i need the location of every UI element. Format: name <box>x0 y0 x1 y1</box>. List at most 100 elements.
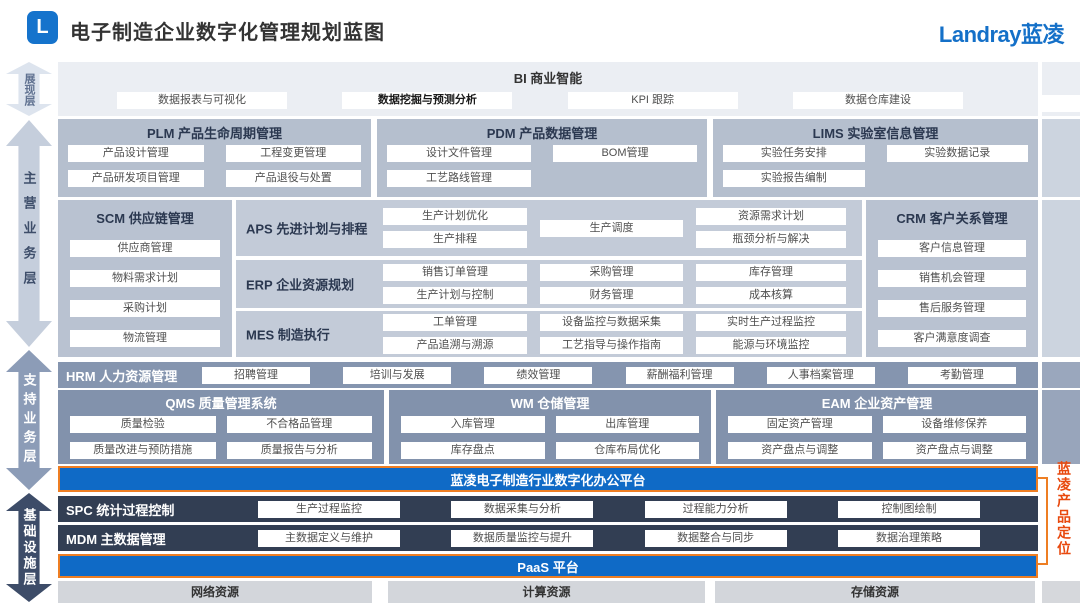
landray-logo-icon: L <box>27 11 58 44</box>
layer-arrow-infrastructure: 基础设施层 <box>6 493 52 602</box>
aps-item: 瓶颈分析与解决 <box>696 231 846 248</box>
erp-item: 生产计划与控制 <box>383 287 527 304</box>
bracket-top-tick <box>1038 477 1047 479</box>
landray-product-positioning-label: 蓝凌产品定位 <box>1056 461 1072 557</box>
spc-item: 控制图绘制 <box>837 500 980 518</box>
spc-band-title: SPC 统计过程控制 <box>66 502 175 518</box>
eam-item: 资产盘点与调整 <box>728 442 872 459</box>
spc-items: 生产过程监控 数据采集与分析 过程能力分析 控制图绘制 <box>258 500 980 518</box>
pdm-items: 设计文件管理 BOM管理 工艺路线管理 <box>387 145 697 187</box>
page-title: 电子制造企业数字化管理规划蓝图 <box>70 22 385 44</box>
plm-item: 产品研发项目管理 <box>68 170 204 187</box>
crm-item: 销售机会管理 <box>878 270 1026 287</box>
mes-item: 产品追溯与溯源 <box>383 337 527 354</box>
eam-panel: EAM 企业资产管理 固定资产管理 设备维修保养 资产盘点与调整 资产盘点与调整 <box>716 390 1038 464</box>
erp-item: 成本核算 <box>696 287 846 304</box>
erp-item: 财务管理 <box>540 287 683 304</box>
pdm-panel: PDM 产品数据管理 设计文件管理 BOM管理 工艺路线管理 <box>377 119 707 197</box>
eam-item: 固定资产管理 <box>728 416 872 433</box>
product-systems-row: PLM 产品生命周期管理 产品设计管理 工程变更管理 产品研发项目管理 产品退役… <box>58 119 1038 197</box>
qms-item: 质量检验 <box>70 416 216 433</box>
aps-column: 生产调度 <box>540 200 683 256</box>
eam-item: 设备维修保养 <box>882 416 1026 433</box>
aps-panel-title: APS 先进计划与排程 <box>246 221 368 237</box>
hrm-item: 人事档案管理 <box>766 366 875 384</box>
aps-item: 资源需求计划 <box>696 208 846 225</box>
mes-item: 设备监控与数据采集 <box>540 314 683 331</box>
resource-compute: 计算资源 <box>388 581 705 603</box>
scm-panel-title: SCM 供应链管理 <box>96 211 194 226</box>
layer-label-core-business: 主营业务层 <box>21 171 37 296</box>
lims-item: 实验数据记录 <box>886 145 1028 162</box>
erp-panel-title: ERP 企业资源规划 <box>246 277 355 293</box>
mdm-item: 数据整合与同步 <box>644 529 787 547</box>
aps-item: 生产计划优化 <box>383 208 527 225</box>
paas-platform-title: PaaS 平台 <box>517 559 579 575</box>
erp-item: 采购管理 <box>540 264 683 281</box>
eam-item: 资产盘点与调整 <box>882 442 1026 459</box>
main-band-bleed <box>1042 200 1080 357</box>
qms-band-bleed <box>1042 390 1080 464</box>
mdm-item: 数据质量监控与提升 <box>451 529 594 547</box>
bi-item: 数据报表与可视化 <box>117 92 287 109</box>
scm-item: 采购计划 <box>70 300 220 317</box>
layer-arrow-core-business: 主营业务层 <box>6 120 52 347</box>
spc-band: SPC 统计过程控制 生产过程监控 数据采集与分析 过程能力分析 控制图绘制 <box>58 496 1038 522</box>
aps-column: 生产计划优化 生产排程 <box>383 200 527 256</box>
plm-panel: PLM 产品生命周期管理 产品设计管理 工程变更管理 产品研发项目管理 产品退役… <box>58 119 371 197</box>
wm-items: 入库管理 出库管理 库存盘点 仓库布局优化 <box>401 416 699 459</box>
pdm-item: 设计文件管理 <box>387 145 531 162</box>
plm-panel-title: PLM 产品生命周期管理 <box>146 126 283 141</box>
bracket-bottom-tick <box>1038 563 1047 565</box>
aps-panel: APS 先进计划与排程 生产计划优化 生产排程 生产调度 资源需求计划 瓶颈分析… <box>236 200 862 256</box>
mes-panel-title: MES 制造执行 <box>246 327 330 343</box>
crm-panel-title: CRM 客户关系管理 <box>896 211 1008 226</box>
resource-storage: 存储资源 <box>715 581 1035 603</box>
bi-item: 数据仓库建设 <box>792 92 963 109</box>
planning-execution-stack: APS 先进计划与排程 生产计划优化 生产排程 生产调度 资源需求计划 瓶颈分析… <box>236 200 862 357</box>
mes-items: 工单管理 设备监控与数据采集 实时生产过程监控 产品追溯与溯源 工艺指导与操作指… <box>383 314 846 354</box>
plm-item: 产品设计管理 <box>68 145 204 162</box>
spc-item: 数据采集与分析 <box>451 500 594 518</box>
wm-panel: WM 仓储管理 入库管理 出库管理 库存盘点 仓库布局优化 <box>389 390 711 464</box>
aps-item: 生产排程 <box>383 231 527 248</box>
qms-item: 质量报告与分析 <box>226 442 372 459</box>
mdm-items: 主数据定义与维护 数据质量监控与提升 数据整合与同步 数据治理策略 <box>258 529 980 547</box>
pdm-item: BOM管理 <box>553 145 697 162</box>
layer-label-presentation: 展现层 <box>23 72 35 106</box>
erp-panel: ERP 企业资源规划 销售订单管理 采购管理 库存管理 生产计划与控制 财务管理… <box>236 260 862 308</box>
crm-item: 客户满意度调查 <box>878 330 1026 347</box>
bi-band-bleed <box>1042 62 1080 116</box>
bi-item-highlight: 数据挖掘与预测分析 <box>342 92 513 109</box>
hrm-item: 考勤管理 <box>907 366 1016 384</box>
mes-panel: MES 制造执行 工单管理 设备监控与数据采集 实时生产过程监控 产品追溯与溯源… <box>236 311 862 357</box>
hrm-band-bleed <box>1042 362 1080 388</box>
hrm-item: 薪酬福利管理 <box>625 366 734 384</box>
wm-item: 库存盘点 <box>401 442 545 459</box>
qms-item: 不合格品管理 <box>226 416 372 433</box>
layer-label-support-business: 支持业务层 <box>21 372 37 468</box>
bi-item: KPI 跟踪 <box>567 92 738 109</box>
wm-item: 入库管理 <box>401 416 545 433</box>
hrm-items: 招聘管理 培训与发展 绩效管理 薪酬福利管理 人事档案管理 考勤管理 <box>202 366 1016 384</box>
mdm-item: 主数据定义与维护 <box>258 529 400 547</box>
landray-office-platform-band: 蓝凌电子制造行业数字化办公平台 <box>58 466 1038 492</box>
bi-section-title: BI 商业智能 <box>513 71 583 86</box>
support-systems-row: QMS 质量管理系统 质量检验 不合格品管理 质量改进与预防措施 质量报告与分析… <box>58 390 1038 464</box>
landray-brand-logo: Landray蓝凌 <box>938 22 1065 47</box>
scm-item: 物流管理 <box>70 330 220 347</box>
eam-panel-title: EAM 企业资产管理 <box>821 396 933 411</box>
resources-band-bleed <box>1042 581 1080 603</box>
erp-item: 销售订单管理 <box>383 264 527 281</box>
aps-items: 生产计划优化 生产排程 生产调度 资源需求计划 瓶颈分析与解决 <box>383 200 846 256</box>
lims-item: 实验报告编制 <box>723 170 865 187</box>
bi-items-row: 数据报表与可视化 数据挖掘与预测分析 KPI 跟踪 数据仓库建设 <box>58 87 1038 109</box>
qms-item: 质量改进与预防措施 <box>70 442 216 459</box>
plm-items: 产品设计管理 工程变更管理 产品研发项目管理 产品退役与处置 <box>68 145 361 187</box>
hrm-item: 招聘管理 <box>202 366 310 384</box>
erp-item: 库存管理 <box>696 264 846 281</box>
wm-item: 仓库布局优化 <box>555 442 699 459</box>
bi-section: BI 商业智能 数据报表与可视化 数据挖掘与预测分析 KPI 跟踪 数据仓库建设 <box>58 62 1038 116</box>
mdm-item: 数据治理策略 <box>837 529 980 547</box>
